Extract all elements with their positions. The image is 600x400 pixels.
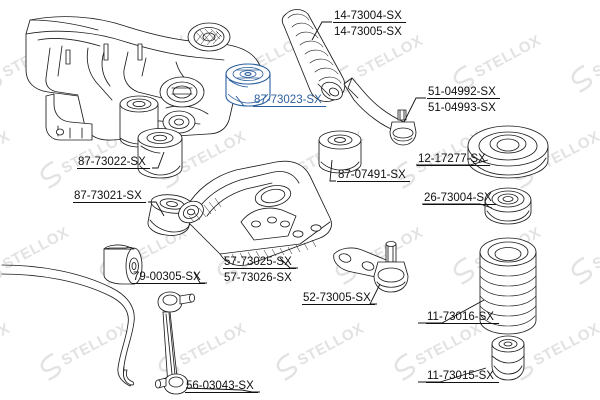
part-stabilizer-link	[154, 291, 196, 395]
part-strut-top-mount	[467, 125, 549, 179]
part-number-label: 57-73026-SX	[224, 272, 292, 284]
part-suspension-ball-joint	[333, 241, 409, 293]
part-tie-rod-end	[343, 77, 417, 146]
part-number-label: 52-73005-SX	[303, 292, 371, 304]
part-number-label: 87-07491-SX	[338, 169, 406, 181]
part-number-label: 79-00305-SX	[133, 271, 201, 283]
part-shock-absorber-bump-stop	[491, 335, 525, 381]
part-number-label: 11-73016-SX	[427, 311, 494, 323]
part-number-label: 14-73004-SX	[334, 10, 402, 22]
part-number-label: 87-73023-SX	[254, 94, 322, 106]
part-rod-strut-bushing	[318, 130, 362, 174]
part-stabilizer-bar	[1, 264, 135, 387]
part-number-label: 57-73025-SX	[224, 256, 292, 268]
leader-lines	[148, 21, 493, 393]
part-number-label: 87-73021-SX	[74, 190, 142, 202]
part-stabilizer-bar-bushing	[103, 244, 143, 285]
part-number-labels: 14-73004-SX 14-73005-SX 51-04992-SX 51-0499…	[73, 10, 501, 393]
part-number-label: 12-17277-SX	[418, 153, 486, 165]
part-strut-mount-bearing	[484, 187, 532, 225]
part-number-label: 14-73005-SX	[334, 26, 402, 38]
part-number-label: 11-73015-SX	[427, 370, 494, 382]
part-front-lower-control-arm	[178, 160, 332, 266]
part-control-arm-bushing	[137, 128, 183, 179]
part-number-label: 87-73022-SX	[78, 156, 146, 168]
part-number-label: 56-03043-SX	[186, 380, 254, 392]
part-number-label: 51-04993-SX	[428, 102, 496, 114]
part-steering-rack-boot	[281, 9, 346, 102]
part-front-subframe-crossmember	[25, 16, 264, 148]
part-number-label: 26-73004-SX	[424, 192, 492, 204]
part-shock-absorber-boot	[479, 237, 537, 335]
part-number-label: 51-04992-SX	[428, 86, 496, 98]
